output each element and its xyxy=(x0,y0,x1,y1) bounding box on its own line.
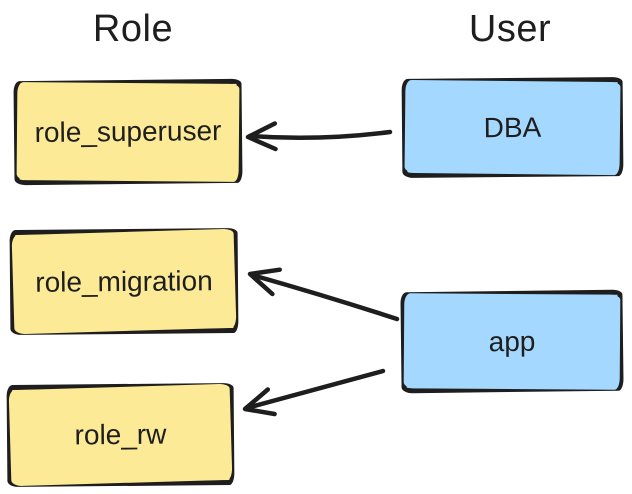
arrow-app-to-role-migration xyxy=(247,267,400,322)
role-box-migration: role_migration xyxy=(9,228,239,335)
role-box-rw-label: role_rw xyxy=(74,418,167,451)
role-box-superuser: role_superuser xyxy=(13,78,243,186)
arrow-dba-to-role-superuser xyxy=(245,121,393,152)
user-box-dba: DBA xyxy=(401,77,624,178)
column-header-user: User xyxy=(468,8,552,50)
user-box-app-label: app xyxy=(488,325,536,357)
column-header-role: Role xyxy=(92,8,174,50)
user-box-dba-label: DBA xyxy=(483,111,542,143)
arrow-app-to-role-rw xyxy=(242,368,386,417)
user-box-app: app xyxy=(400,289,624,394)
role-box-superuser-label: role_superuser xyxy=(34,115,222,148)
role-box-migration-label: role_migration xyxy=(35,264,213,298)
role-box-rw: role_rw xyxy=(6,383,235,487)
